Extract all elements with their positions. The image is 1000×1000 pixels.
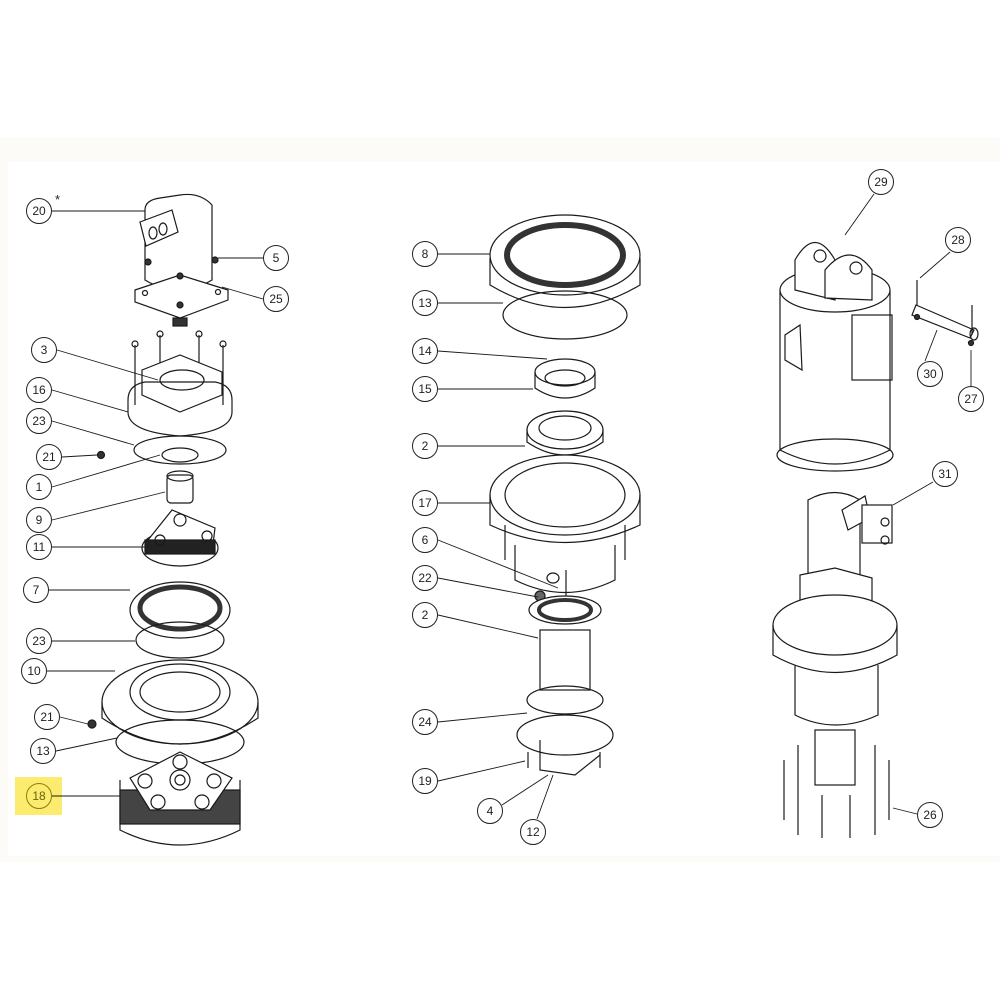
o-ring-part-13-middle <box>502 290 628 340</box>
callout-part-12[interactable]: 12 <box>520 819 546 845</box>
callout-part-10[interactable]: 10 <box>21 658 47 684</box>
spacer-parts-14-15 <box>534 358 596 399</box>
housing-part-29 <box>776 242 894 472</box>
callout-part-30[interactable]: 30 <box>917 361 943 387</box>
callout-part-4[interactable]: 4 <box>477 798 503 824</box>
callout-part-23[interactable]: 23 <box>26 408 52 434</box>
planet-carrier-part-11 <box>141 509 219 567</box>
callout-part-16[interactable]: 16 <box>26 377 52 403</box>
asterisk-note: * <box>55 192 61 207</box>
callout-part-3[interactable]: 3 <box>31 337 57 363</box>
callout-part-14[interactable]: 14 <box>412 338 438 364</box>
callout-part-25[interactable]: 25 <box>263 286 289 312</box>
callout-part-5[interactable]: 5 <box>263 245 289 271</box>
bearing-part-9 <box>166 470 194 504</box>
callout-part-7[interactable]: 7 <box>23 577 49 603</box>
ring-gear-part-8 <box>489 214 641 308</box>
callout-part-24[interactable]: 24 <box>412 709 438 735</box>
small-parts-21 <box>87 450 106 729</box>
callout-part-15[interactable]: 15 <box>412 376 438 402</box>
callout-part-21[interactable]: 21 <box>36 444 62 470</box>
callout-part-13[interactable]: 13 <box>412 290 438 316</box>
callout-part-29[interactable]: 29 <box>868 169 894 195</box>
callout-part-28[interactable]: 28 <box>945 227 971 253</box>
callout-part-2[interactable]: 2 <box>412 602 438 628</box>
bolts-part-26 <box>783 745 890 838</box>
callout-part-11[interactable]: 11 <box>26 534 52 560</box>
callout-part-23[interactable]: 23 <box>26 628 52 654</box>
callout-part-21[interactable]: 21 <box>34 704 60 730</box>
callout-part-27[interactable]: 27 <box>958 386 984 412</box>
leader-lines-left <box>47 210 264 797</box>
housing-part-16 <box>127 330 233 465</box>
leader-lines-right <box>844 193 972 815</box>
callout-part-1[interactable]: 1 <box>26 474 52 500</box>
motor-part-20 <box>134 193 229 327</box>
callout-part-6[interactable]: 6 <box>412 527 438 553</box>
housing-part-17 <box>489 454 641 593</box>
callout-part-8[interactable]: 8 <box>412 241 438 267</box>
pin-part-30 <box>911 280 979 347</box>
callout-part-31[interactable]: 31 <box>932 461 958 487</box>
leader-lines-middle <box>437 253 559 820</box>
callout-part-18[interactable]: 18 <box>26 783 52 809</box>
callout-part-2[interactable]: 2 <box>412 433 438 459</box>
bearing-part-2-upper <box>526 410 604 456</box>
callout-part-17[interactable]: 17 <box>412 490 438 516</box>
shaft-assembly <box>516 570 614 776</box>
callout-part-13[interactable]: 13 <box>30 738 56 764</box>
ring-gear-part-7 <box>129 581 231 659</box>
callout-part-19[interactable]: 19 <box>412 768 438 794</box>
callout-part-22[interactable]: 22 <box>412 565 438 591</box>
callout-part-20[interactable]: 20 <box>26 198 52 224</box>
flange-part-10 <box>101 659 259 765</box>
planet-gear-assembly-part-18 <box>119 751 241 846</box>
motor-assembly-right <box>772 491 898 786</box>
callout-part-26[interactable]: 26 <box>917 802 943 828</box>
callout-part-9[interactable]: 9 <box>26 507 52 533</box>
